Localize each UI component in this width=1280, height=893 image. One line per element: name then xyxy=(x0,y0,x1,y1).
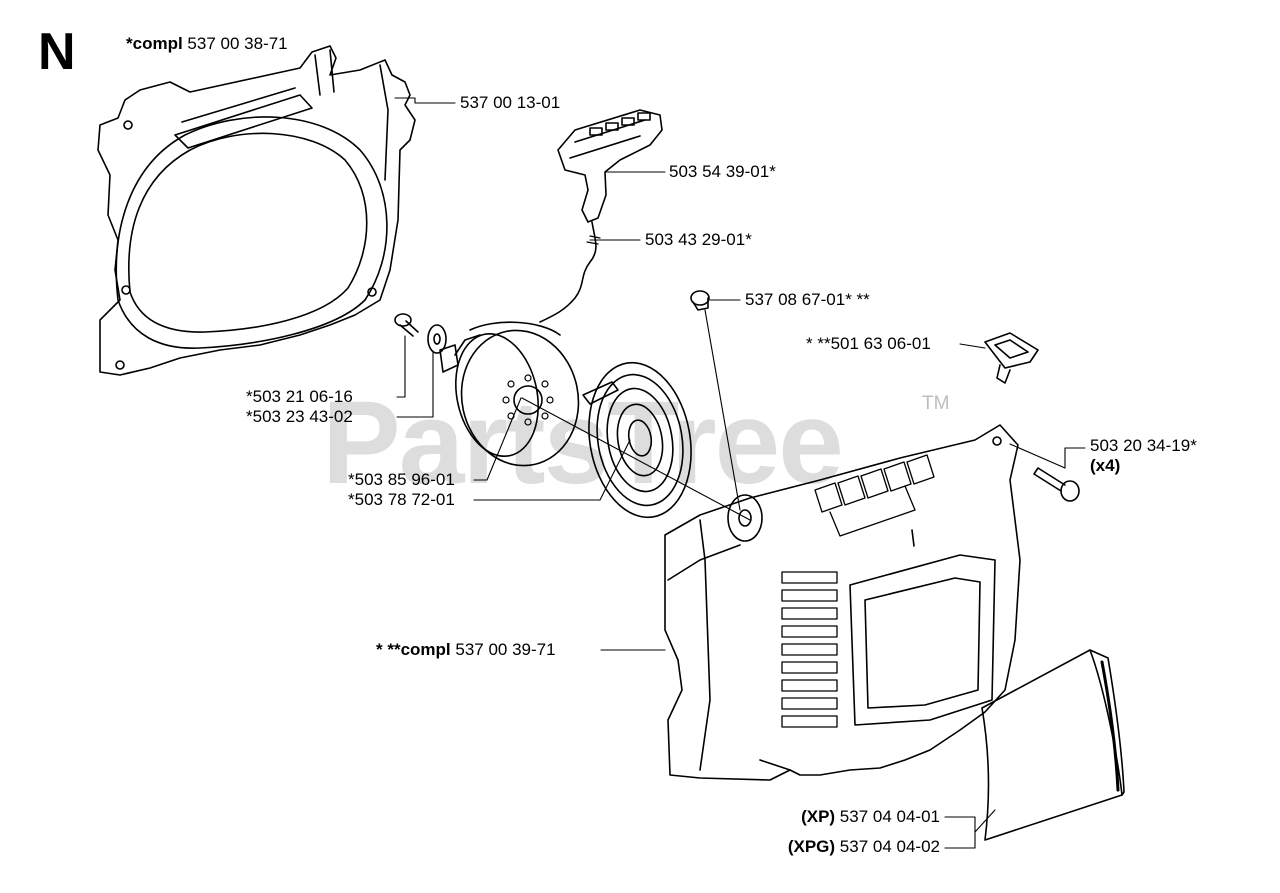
cover-screw-part[interactable] xyxy=(1033,467,1080,502)
part-number: *503 85 96-01 xyxy=(348,470,455,489)
cover-washer-part[interactable] xyxy=(727,494,763,542)
small-washer-part[interactable] xyxy=(427,324,447,354)
callout-prefix: (XPG) xyxy=(787,837,836,856)
part-number: * **501 63 06-01 xyxy=(806,334,931,353)
partstree-watermark: PartsTree xyxy=(322,377,844,509)
callout-bushing[interactable]: 537 08 67-01* ** xyxy=(745,290,870,310)
part-number: 537 00 39-71 xyxy=(455,640,556,659)
section-letter: N xyxy=(38,23,76,81)
callout-prefix: (XP) xyxy=(801,807,836,826)
part-number: *503 21 06-16 xyxy=(246,387,353,406)
callout-spring[interactable]: *503 78 72-01 xyxy=(348,490,455,510)
part-number: 503 20 34-19* xyxy=(1090,436,1197,455)
callout-prefix: * **compl xyxy=(376,640,451,659)
callout-decal-xpg[interactable]: (XPG) 537 04 04-02 xyxy=(735,837,940,857)
starter-cover-part[interactable] xyxy=(664,424,1021,781)
part-number: 537 04 04-02 xyxy=(839,837,940,856)
callout-cover-compl[interactable]: * **compl 537 00 39-71 xyxy=(376,640,556,660)
leader-lines xyxy=(394,97,1086,849)
callout-pulley[interactable]: *503 85 96-01 xyxy=(348,470,455,490)
part-number: *503 23 43-02 xyxy=(246,407,353,426)
part-number: 537 00 13-01 xyxy=(460,93,561,112)
callout-screw[interactable]: 503 20 34-19* xyxy=(1090,436,1197,456)
part-number: 503 43 29-01* xyxy=(645,230,752,249)
part-number: 537 08 67-01* ** xyxy=(745,290,870,309)
part-number: 503 54 39-01* xyxy=(669,162,776,181)
part-number: *503 78 72-01 xyxy=(348,490,455,509)
small-screw-part[interactable] xyxy=(394,313,419,337)
quantity: (x4) xyxy=(1090,456,1121,475)
starter-rope-part[interactable] xyxy=(539,221,597,323)
callout-small-screw[interactable]: *503 21 06-16 xyxy=(246,387,353,407)
callout-housing-compl[interactable]: *compl 537 00 38-71 xyxy=(126,34,288,54)
bushing-part[interactable] xyxy=(690,290,710,311)
callout-rope[interactable]: 503 43 29-01* xyxy=(645,230,752,250)
callout-prefix: *compl xyxy=(126,34,183,53)
trademark-symbol: TM xyxy=(922,393,950,414)
recoil-spring-part[interactable] xyxy=(577,355,703,526)
part-number: 537 00 38-71 xyxy=(187,34,288,53)
nozzle-part[interactable] xyxy=(984,332,1039,384)
callout-nozzle[interactable]: * **501 63 06-01 xyxy=(806,334,931,354)
callout-decal-xp[interactable]: (XP) 537 04 04-01 xyxy=(735,807,940,827)
callout-housing[interactable]: 537 00 13-01 xyxy=(460,93,560,113)
callout-handle[interactable]: 503 54 39-01* xyxy=(669,162,776,182)
starter-handle-part[interactable] xyxy=(557,109,663,223)
callout-small-washer[interactable]: *503 23 43-02 xyxy=(246,407,353,427)
fan-housing-part[interactable] xyxy=(97,45,416,376)
callout-screw-qty: (x4) xyxy=(1090,456,1120,476)
decal-part[interactable] xyxy=(981,649,1125,841)
part-number: 537 04 04-01 xyxy=(839,807,940,826)
